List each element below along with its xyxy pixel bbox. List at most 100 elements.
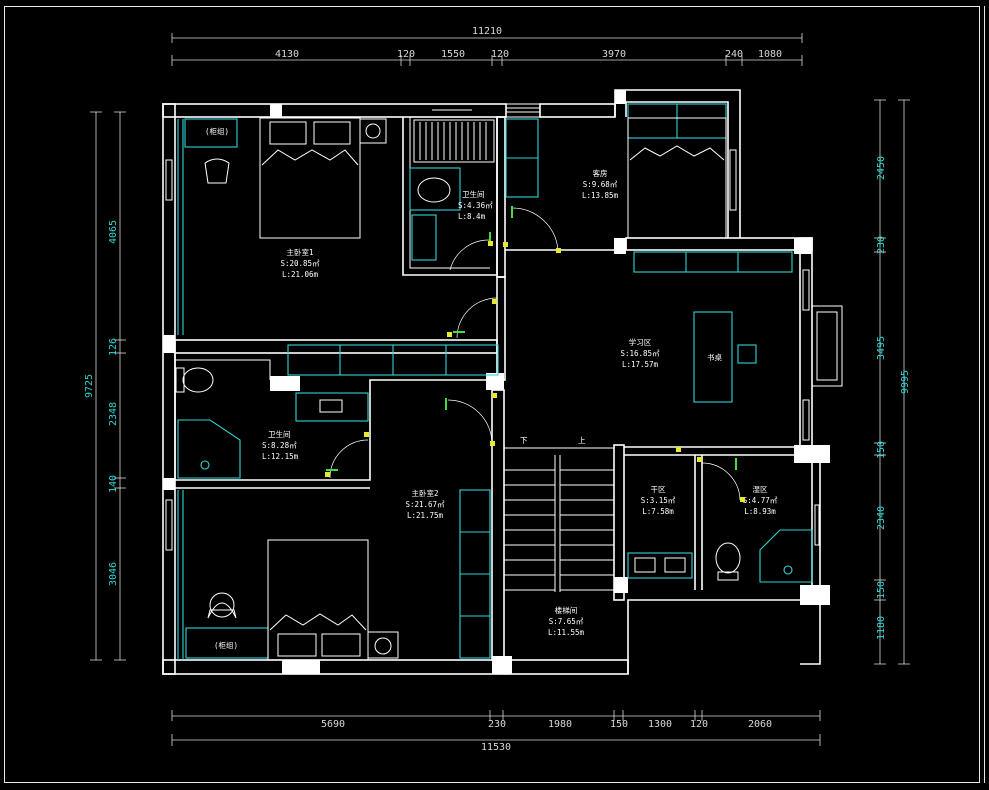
- dim-bottom-seg-3: 1980: [548, 719, 572, 730]
- bed-1: [259, 117, 361, 239]
- bed-guest: [627, 117, 727, 239]
- dim-right-seg-1: 2450: [876, 156, 887, 180]
- shower-3: [759, 529, 813, 583]
- dim-right-seg-6: 150: [876, 581, 887, 599]
- room-perimeter-dry: L:7.58m: [642, 507, 674, 516]
- dim-bottom-seg-5: 1300: [648, 719, 672, 730]
- bathroom-1: 卫生间 S:4.36㎡ L:8.4m: [409, 119, 495, 271]
- title-block-edge: [984, 6, 989, 783]
- nightstand-2: [367, 631, 399, 659]
- desk-label: 书桌: [707, 352, 722, 362]
- dim-right-seg-7: 1180: [876, 616, 887, 640]
- master-bedroom-2: (柜组) 主卧室2 S:21.67㎡ L:21.75m: [177, 398, 493, 661]
- wardrobe-1: [184, 118, 238, 148]
- dimension-left: 9725 4065 126 2348 140 3046: [84, 111, 126, 661]
- stairwell: 下 上 楼梯间 S:7.65㎡ L:11.55m: [504, 436, 614, 637]
- dimension-top: 11210 4130 120 1550 120 3970 240 1080: [171, 26, 803, 66]
- room-perimeter-master-2: L:21.75m: [407, 511, 444, 520]
- armchair-icon-2: [207, 602, 237, 619]
- stair-down-label: 下: [520, 436, 528, 445]
- sink-1: [411, 214, 437, 261]
- room-name-master-2: 主卧室2: [411, 488, 438, 498]
- dim-bottom-seg-7: 2060: [748, 719, 772, 730]
- room-name-bath-1: 卫生间: [462, 189, 485, 199]
- room-perimeter-study: L:17.57m: [622, 360, 659, 369]
- dim-left-seg-5: 3046: [108, 562, 119, 586]
- room-area-master-2: S:21.67㎡: [405, 500, 445, 509]
- dim-left-total: 9725: [84, 374, 95, 398]
- dim-left-seg-4: 140: [108, 475, 119, 493]
- room-perimeter-wet: L:8.93m: [744, 507, 776, 516]
- room-name-dry: 干区: [651, 485, 666, 494]
- armchair-icon: [204, 158, 230, 184]
- dry-zone: 干区 S:3.15㎡ L:7.58m: [627, 485, 693, 579]
- dim-top-seg-1: 4130: [275, 49, 299, 60]
- stair-up-label: 上: [578, 436, 586, 445]
- shower-1: [413, 119, 495, 163]
- wet-zone: 湿区 S:4.77㎡ L:8.93m: [701, 458, 813, 583]
- desk: [693, 311, 733, 403]
- study-shelf: [633, 251, 793, 273]
- dimension-right: 2450 230 3495 150 2340 150 1180 9995: [874, 99, 911, 665]
- dim-left-seg-2: 126: [108, 338, 119, 356]
- toilet-icon-2: [182, 367, 214, 393]
- bay-window: [811, 305, 843, 387]
- room-name-study: 学习区: [629, 337, 652, 347]
- room-area-wet: S:4.77㎡: [743, 496, 778, 505]
- dim-right-seg-4: 150: [876, 441, 887, 459]
- dim-right-total: 9995: [900, 370, 911, 394]
- room-perimeter-guest: L:13.85m: [582, 191, 619, 200]
- dim-left-seg-1: 4065: [108, 220, 119, 244]
- dim-right-seg-3: 3495: [876, 336, 887, 360]
- dim-right-seg-2: 230: [876, 236, 887, 254]
- dim-top-seg-7: 1080: [758, 49, 782, 60]
- toilet-icon: [417, 177, 451, 203]
- dim-bottom-seg-1: 5690: [321, 719, 345, 730]
- dim-top-total: 11210: [472, 26, 502, 37]
- toilet-icon-3: [715, 542, 741, 574]
- dim-bottom-seg-6: 120: [690, 719, 708, 730]
- room-perimeter-master-1: L:21.06m: [282, 270, 319, 279]
- dim-top-seg-5: 3970: [602, 49, 626, 60]
- bathroom-2: 卫生间 S:8.28㎡ L:12.15m: [175, 367, 369, 479]
- room-area-guest: S:9.68㎡: [583, 180, 618, 189]
- master-bedroom-1: (柜组) 主卧室1 S:20.85㎡ L:21.06m: [177, 117, 499, 376]
- stair-steps: [504, 469, 614, 591]
- cabinet-tag-1: (柜组): [205, 126, 229, 136]
- bed-2: [267, 539, 369, 661]
- cabinet-tag-2: (柜组): [214, 640, 238, 650]
- dim-top-seg-6: 240: [725, 49, 743, 60]
- room-area-bath-2: S:8.28㎡: [262, 441, 297, 450]
- room-perimeter-stair: L:11.55m: [548, 628, 585, 637]
- room-area-stair: S:7.65㎡: [549, 617, 584, 626]
- double-sink: [627, 552, 693, 579]
- window-top: [432, 103, 540, 118]
- shower-2: [177, 419, 241, 479]
- room-perimeter-bath-1: L:8.4m: [458, 212, 486, 221]
- sink-2: [295, 392, 369, 422]
- chair-icon: [737, 344, 757, 364]
- room-name-master-1: 主卧室1: [286, 247, 313, 257]
- dim-top-seg-2: 120: [397, 49, 415, 60]
- room-area-study: S:16.85㎡: [620, 349, 660, 358]
- room-name-bath-2: 卫生间: [268, 429, 291, 439]
- study-area: 书桌 学习区 S:16.85㎡ L:17.57m: [453, 251, 843, 403]
- dim-bottom-seg-2: 230: [488, 719, 506, 730]
- dimension-bottom: 5690 230 1980 150 1300 120 2060 11530: [171, 710, 821, 753]
- door-markers: [325, 241, 745, 502]
- nightstand-1: [359, 118, 387, 144]
- lamp-icon: [365, 123, 381, 139]
- dim-right-seg-5: 2340: [876, 506, 887, 530]
- dim-top-seg-3: 1550: [441, 49, 465, 60]
- pillars: [163, 90, 830, 674]
- interior-walls: [174, 116, 812, 661]
- room-area-dry: S:3.15㎡: [641, 496, 676, 505]
- room-area-bath-1: S:4.36㎡: [458, 201, 493, 210]
- guest-room: 客房 S:9.68㎡ L:13.85m: [505, 103, 727, 251]
- drawing-frame: [4, 6, 980, 783]
- room-name-guest: 客房: [593, 168, 608, 178]
- dim-bottom-total: 11530: [481, 742, 511, 753]
- room-area-master-1: S:20.85㎡: [280, 259, 320, 268]
- window-markers: [165, 149, 820, 551]
